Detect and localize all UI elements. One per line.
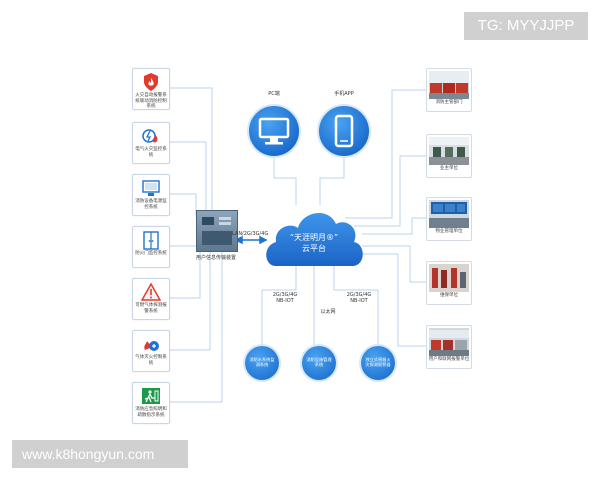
watermark-top: TG: MYYJJPP [464, 12, 588, 40]
left-item-fire-door: 防火门监控系统 [132, 226, 170, 268]
line-right-1 [345, 89, 426, 219]
cloud-shape [266, 212, 363, 266]
right-item-fire-authority: 消防主管部门 [426, 68, 472, 112]
watermark-bottom: www.k8hongyun.com [12, 440, 188, 468]
left-item-fire-alarm: 火灾自动报警系统联动消防控制系统 [132, 68, 170, 110]
left-item-electric-fire: 电气火灾监控系统 [132, 122, 170, 164]
line-bottom-1 [261, 264, 297, 346]
line-app [319, 152, 345, 205]
phone-icon [317, 104, 371, 158]
transmission-device [196, 210, 238, 252]
cloud-subtitle: 云平台 [302, 244, 326, 253]
gas-alarm-icon [141, 282, 161, 301]
maintenance-photo [429, 264, 469, 292]
right-item-maintenance: 维保单位 [426, 261, 472, 305]
double-arrow [234, 235, 268, 245]
office-photo [429, 137, 469, 165]
line-right-2 [354, 155, 426, 227]
line-left-5 [168, 250, 201, 299]
line-right-3 [362, 217, 426, 235]
emergency-exit-icon [142, 388, 160, 404]
bottom-link-label-1: 2G/3G/4G NB-IOT [272, 292, 298, 304]
line-pc [273, 152, 297, 205]
line-right-5 [354, 253, 426, 347]
bottom-node-facility-management: 消防设施管理系统 [302, 346, 336, 380]
fire-station-photo [429, 328, 469, 356]
left-item-gas-extinguish: 气体灭火控制系统 [132, 330, 170, 372]
fire-trucks-photo [429, 71, 469, 99]
electric-fire-icon [142, 129, 158, 143]
monitor-icon [247, 104, 301, 158]
right-item-alarm-unit: 用户和联网报警单位 [426, 325, 472, 369]
left-item-power-monitor: 消防设备电源监控系统 [132, 174, 170, 216]
control-room-photo [429, 200, 469, 228]
right-item-owner: 业主单位 [426, 134, 472, 178]
pc-label: PC端 [268, 91, 280, 97]
line-left-6 [168, 250, 211, 351]
line-left-3 [168, 193, 197, 215]
power-monitor-icon [142, 180, 160, 196]
fire-door-icon [143, 231, 159, 250]
line-left-1 [168, 87, 213, 210]
fire-alarm-icon [144, 73, 158, 91]
line-left-7 [168, 250, 223, 403]
gas-extinguish-icon [144, 341, 159, 351]
right-item-property: 物业管理单位 [426, 197, 472, 241]
bottom-node-water-system: 消防水系统监测系统 [245, 346, 279, 380]
line-right-4 [362, 245, 426, 283]
cloud-title: “天涯明月®” [289, 233, 339, 242]
line-left-2 [168, 141, 207, 210]
device-link-label: LAN/2G/3G/4G [232, 231, 269, 237]
bottom-link-label-3: 2G/3G/4G NB-IOT [346, 292, 372, 304]
bottom-node-smoke-detector: 独立式感烟火灾探测报警器 [361, 346, 395, 380]
app-label: 手机APP [334, 91, 354, 97]
bottom-link-label-2: 以太网 [320, 309, 336, 315]
left-item-emergency-exit: 消防应急照明和疏散指示系统 [132, 382, 170, 424]
device-label: 用户信息传输装置 [196, 255, 237, 261]
left-item-gas-alarm: 可燃气体探测报警系统 [132, 278, 170, 320]
line-bottom-3 [333, 264, 379, 346]
